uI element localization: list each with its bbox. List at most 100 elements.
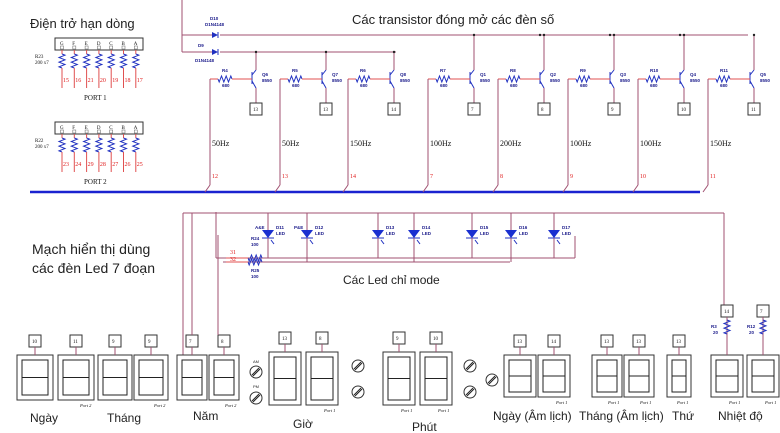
wire bbox=[389, 69, 395, 76]
title-display-circuit-2: các đèn Led 7 đoạn bbox=[32, 260, 155, 276]
transistor-name: Q7 bbox=[332, 72, 339, 77]
knob-slot bbox=[251, 367, 260, 376]
display-label: Tháng (Âm lịch) bbox=[579, 408, 664, 423]
resistor-value: 680 bbox=[292, 83, 300, 88]
display-label: Thứ bbox=[672, 409, 694, 423]
base-resistor bbox=[287, 74, 303, 84]
frequency-label: 200Hz bbox=[500, 139, 522, 148]
led-resistor-name: R24 bbox=[251, 236, 260, 241]
temp-resistor bbox=[722, 319, 732, 335]
base-resistor bbox=[715, 74, 731, 84]
trimmer-knob bbox=[249, 365, 263, 379]
resistor-value: 680 bbox=[720, 83, 728, 88]
knob-slot bbox=[354, 362, 363, 371]
knob-slot bbox=[488, 376, 497, 385]
port-tag: Port 2 bbox=[153, 403, 166, 408]
transistor-name: Q6 bbox=[262, 72, 269, 77]
display-label: Năm bbox=[193, 409, 218, 423]
trimmer-knob bbox=[351, 359, 365, 373]
resistor-value: 680 bbox=[650, 83, 658, 88]
junction-dot bbox=[538, 33, 542, 37]
digit-select-label: 7 bbox=[189, 340, 192, 345]
digit-select-label: 14 bbox=[724, 310, 730, 315]
segment-outline bbox=[542, 359, 566, 393]
base-resistor bbox=[575, 74, 591, 84]
pin-pad bbox=[134, 129, 138, 134]
segment-outline bbox=[213, 359, 235, 396]
led-resistor-value: 100 bbox=[251, 242, 259, 247]
frequency-label: 50Hz bbox=[212, 139, 230, 148]
output-label: 10 bbox=[681, 108, 687, 113]
bus-pin: 10 bbox=[640, 174, 646, 180]
ampm-label: PM bbox=[253, 384, 259, 389]
digit-select-box bbox=[217, 334, 231, 348]
diode-part: D1N4148 bbox=[195, 58, 215, 63]
port-tag: Port 2 bbox=[79, 403, 92, 408]
digit-select-label: 9 bbox=[396, 337, 399, 342]
led-type: LED bbox=[422, 231, 432, 236]
temp-resistor-name: R12 bbox=[747, 324, 756, 329]
resistor-value: 200 x7 bbox=[35, 145, 49, 150]
transistors-group: D10D1N4148D9D1N4148R4680Q685501350Hz12R5… bbox=[181, 0, 771, 193]
junction-dot bbox=[324, 50, 328, 54]
segment-resistor bbox=[119, 137, 128, 153]
pin-pad bbox=[109, 129, 113, 134]
wire bbox=[609, 69, 615, 76]
output-box bbox=[537, 102, 551, 116]
led-resistor bbox=[247, 257, 263, 267]
led-symbol bbox=[505, 230, 517, 238]
led-symbol bbox=[548, 230, 560, 238]
transistor-part: 8550 bbox=[550, 78, 561, 83]
frequency-label: 150Hz bbox=[710, 139, 732, 148]
segment-outline bbox=[508, 359, 532, 393]
output-box bbox=[319, 102, 333, 116]
port-label: PORT 2 bbox=[84, 178, 107, 186]
led-pin: 32 bbox=[230, 257, 236, 263]
pin-pad bbox=[134, 45, 138, 50]
output-label: 8 bbox=[541, 108, 544, 113]
junction-dot bbox=[542, 33, 546, 37]
led-name: D14 bbox=[422, 225, 431, 230]
base-resistor bbox=[505, 74, 521, 84]
output-label: 14 bbox=[391, 108, 397, 113]
led-name: D13 bbox=[386, 225, 395, 230]
digit-select-box bbox=[108, 334, 122, 348]
port-label: PORT 1 bbox=[84, 94, 107, 102]
resistor-name: R7 bbox=[440, 68, 446, 73]
segment-outline bbox=[181, 359, 203, 396]
wire bbox=[389, 80, 395, 89]
segment-outline bbox=[387, 356, 411, 401]
led-light-arrow bbox=[270, 239, 275, 245]
wire bbox=[342, 184, 349, 193]
resistor-name: R22 bbox=[35, 139, 44, 144]
port-tag: Port 2 bbox=[224, 403, 237, 408]
led-resistor bbox=[247, 253, 263, 263]
wire bbox=[632, 184, 639, 193]
bus-pin: 7 bbox=[430, 174, 433, 180]
segment-outline bbox=[628, 359, 650, 393]
led-light-arrow bbox=[309, 239, 314, 245]
segment-label: B bbox=[122, 42, 126, 47]
resistor-name: R11 bbox=[720, 68, 729, 73]
digit-select-box bbox=[315, 331, 329, 345]
resistor-value: 680 bbox=[440, 83, 448, 88]
digit-select-label: 13 bbox=[636, 340, 642, 345]
segment-resistor bbox=[82, 137, 91, 153]
knob-slot bbox=[466, 388, 475, 397]
led-resistor-value: 100 bbox=[251, 274, 259, 279]
diode-name: D10 bbox=[210, 16, 219, 21]
segment-outline bbox=[751, 359, 775, 393]
transistor-name: Q4 bbox=[690, 72, 697, 77]
digit-select-box bbox=[185, 334, 199, 348]
led-name: D12 bbox=[315, 225, 324, 230]
ampm-label: AM bbox=[253, 359, 259, 364]
